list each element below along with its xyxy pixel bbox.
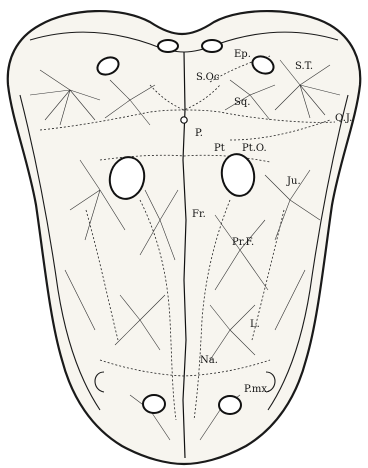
- label-p: P.: [195, 128, 203, 139]
- label-na: Na.: [200, 355, 218, 366]
- left-posterior-notch: [158, 40, 178, 52]
- label-pr-f: Pr.F.: [232, 237, 254, 248]
- label-ep: Ep.: [234, 49, 251, 60]
- label-pt: Pt: [214, 143, 225, 154]
- label-s-t: S.T.: [295, 61, 313, 72]
- pineal-foramen: [181, 117, 187, 123]
- label-q-j: Q.J.: [335, 113, 352, 124]
- label-pt-o: Pt.O.: [242, 143, 267, 154]
- label-ju: Ju.: [286, 176, 301, 187]
- right-naris: [219, 396, 241, 414]
- right-posterior-notch: [202, 40, 222, 52]
- label-p-mx: P.mx.: [244, 384, 270, 395]
- label-l: L.: [250, 319, 260, 330]
- left-naris: [143, 395, 165, 413]
- label-s-oc: S.Oc: [196, 72, 220, 83]
- label-fr: Fr.: [192, 209, 206, 220]
- label-sq: Sq.: [234, 97, 250, 108]
